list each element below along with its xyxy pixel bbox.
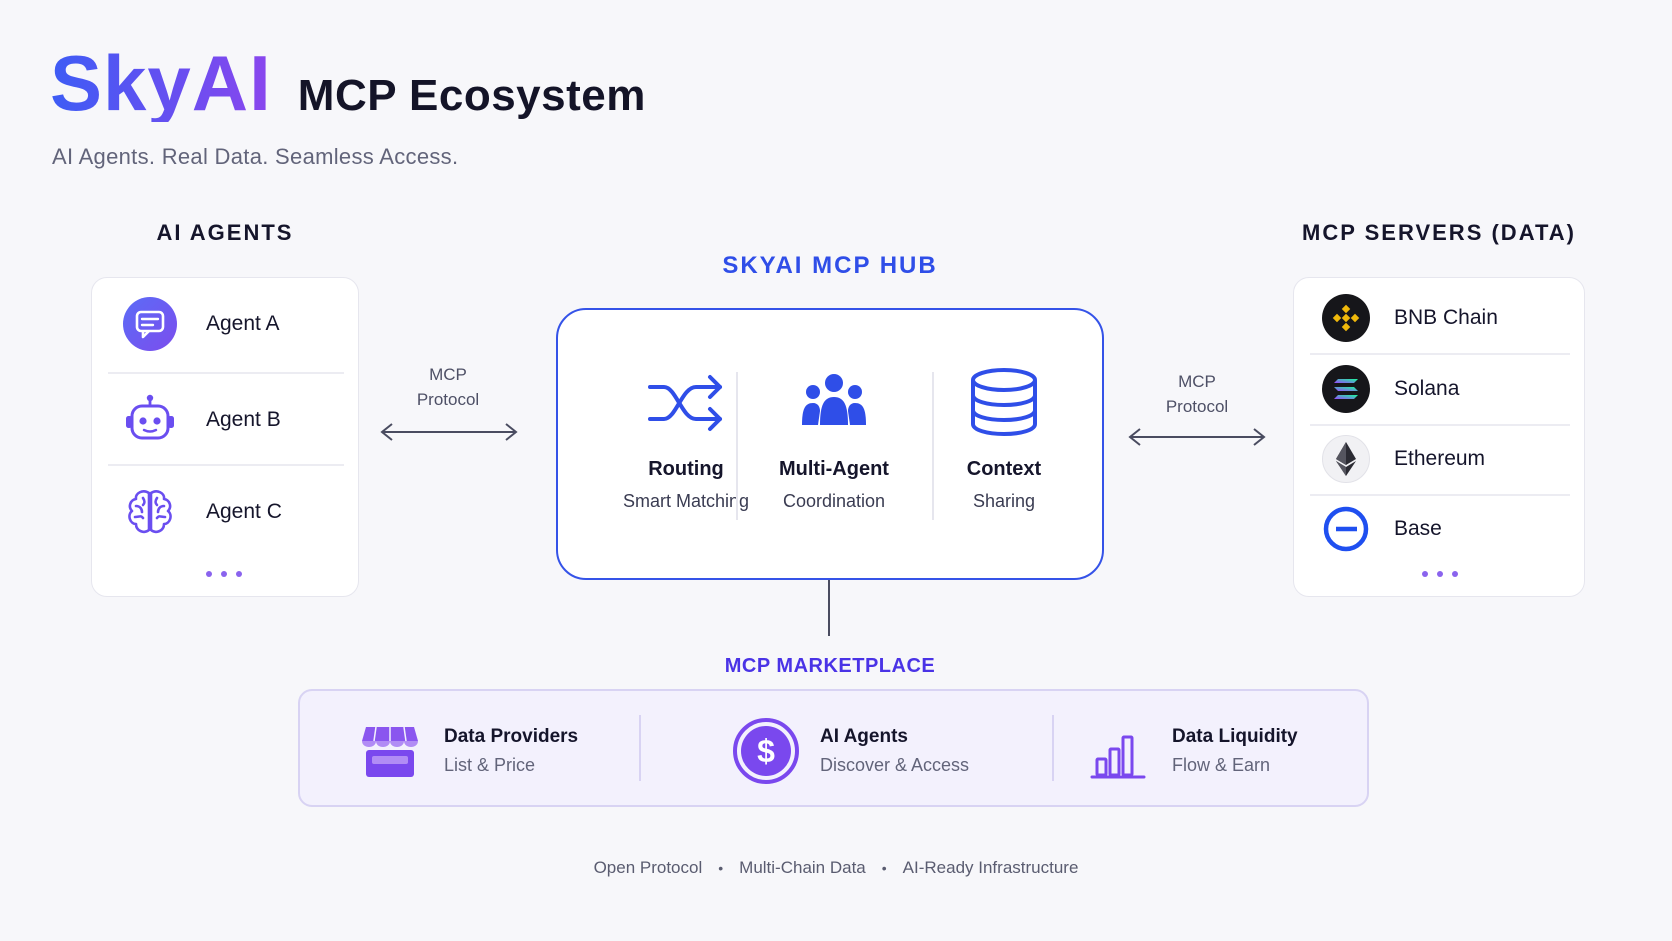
shuffle-icon [596,366,776,440]
divider [108,464,344,466]
agents-card: Agent A Agent B [91,277,359,597]
footer: Open Protocol • Multi-Chain Data • AI-Re… [0,858,1672,878]
footer-item: Open Protocol [593,858,703,877]
divider [1310,353,1570,355]
divider [932,372,934,520]
solana-icon [1322,365,1370,413]
market-item-title: Data Liquidity [1172,726,1298,747]
protocol-line2: Protocol [1165,397,1229,416]
footer-item: AI-Ready Infrastructure [902,858,1079,877]
robot-icon [122,392,178,448]
market-item-data-providers[interactable]: Data Providers List & Price [354,715,578,787]
server-label: Solana [1394,377,1460,400]
hub-heading: SKYAI MCP HUB [722,252,938,279]
agent-item[interactable]: Agent C [108,466,344,558]
ethereum-icon [1322,435,1370,483]
brain-icon [122,484,178,540]
market-item-title: AI Agents [820,726,908,747]
divider [108,372,344,374]
mcp-protocol-label-left: MCP Protocol [388,362,508,412]
server-label: Base [1394,517,1442,540]
page-title: MCP Ecosystem [297,71,646,120]
bidirectional-arrow-right [1128,428,1266,446]
server-item[interactable]: BNB Chain [1310,283,1570,353]
market-item-subtitle: Flow & Earn [1172,755,1271,775]
market-item-subtitle: List & Price [444,755,536,775]
feature-subtitle: Smart Matching [622,491,750,511]
storefront-icon [354,715,426,787]
server-label: Ethereum [1394,447,1486,470]
feature-subtitle: Sharing [972,491,1036,511]
bnb-icon [1322,294,1370,342]
feature-subtitle: Coordination [782,491,886,511]
marketplace-card: Data Providers List & Price $ AI Agents … [298,689,1369,807]
brand-logo-text: SkyAI [50,39,272,127]
divider [736,372,738,520]
agent-label: Agent C [206,500,282,523]
base-icon [1322,505,1370,553]
footer-item: Multi-Chain Data [739,858,866,877]
hub-feature-multi-agent[interactable]: Multi-Agent Coordination [744,366,924,512]
feature-title: Context [966,458,1042,480]
market-item-ai-agents[interactable]: $ AI Agents Discover & Access [730,715,969,787]
market-item-data-liquidity[interactable]: Data Liquidity Flow & Earn [1082,715,1298,787]
feature-title: Multi-Agent [779,458,889,480]
chat-bubble-icon [122,296,178,352]
market-item-subtitle: Discover & Access [820,755,970,775]
divider [1052,715,1054,781]
hub-feature-routing[interactable]: Routing Smart Matching [596,366,776,512]
server-item[interactable]: Base [1310,494,1570,564]
agent-label: Agent A [206,312,280,335]
dollar-coin-icon: $ [730,715,802,787]
server-label: BNB Chain [1394,306,1498,329]
agent-item[interactable]: Agent A [108,278,344,370]
marketplace-heading: MCP MARKETPLACE [724,655,936,677]
servers-card: BNB Chain Solana Ethereum [1293,277,1585,597]
servers-heading: MCP SERVERS (DATA) [1302,220,1576,245]
bidirectional-arrow-left [380,423,518,441]
protocol-line1: MCP [1178,372,1216,391]
divider [639,715,641,781]
users-icon [744,366,924,440]
feature-title: Routing [648,458,724,480]
svg-text:$: $ [757,733,775,769]
hub-card: Routing Smart Matching Multi-Agent Coord… [556,308,1104,580]
more-servers-ellipsis [1422,571,1458,577]
agents-heading: AI AGENTS [156,220,294,245]
footer-separator: • [881,860,887,876]
bar-chart-icon [1082,715,1154,787]
server-item[interactable]: Solana [1310,354,1570,424]
market-item-title: Data Providers [444,726,579,747]
more-agents-ellipsis [206,571,242,577]
divider [1310,424,1570,426]
mcp-protocol-label-right: MCP Protocol [1137,369,1257,419]
database-icon [914,366,1094,440]
agent-item[interactable]: Agent B [108,374,344,466]
agent-label: Agent B [206,408,281,431]
protocol-line2: Protocol [416,390,480,409]
server-item[interactable]: Ethereum [1310,424,1570,494]
hub-feature-context[interactable]: Context Sharing [914,366,1094,512]
divider [1310,494,1570,496]
hub-marketplace-connector [828,580,830,636]
title-row: SkyAI MCP Ecosystem [50,44,646,122]
footer-separator: • [718,860,724,876]
tagline: AI Agents. Real Data. Seamless Access. [52,144,459,169]
protocol-line1: MCP [429,365,467,384]
